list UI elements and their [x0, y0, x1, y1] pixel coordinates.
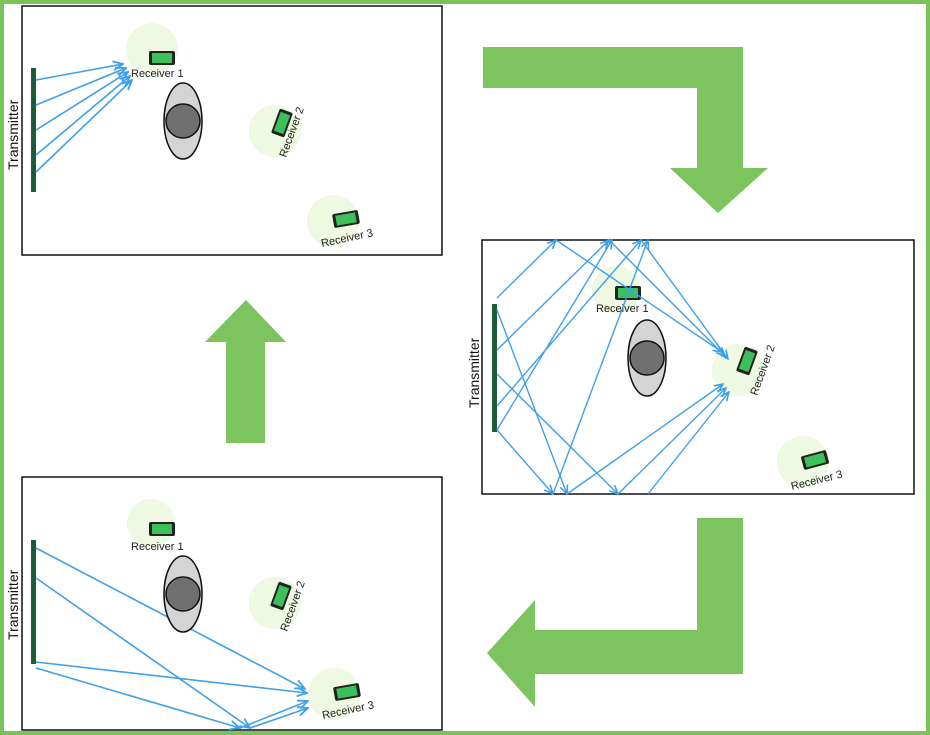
flow-arrow-down-left: [487, 518, 743, 707]
beams: [496, 239, 729, 495]
beam: [496, 373, 618, 494]
phone-icon: [801, 450, 829, 470]
beam: [496, 309, 567, 494]
beam: [239, 701, 308, 729]
receiver-label: Receiver 1: [131, 68, 184, 80]
beam: [35, 80, 132, 173]
transmitter-label: Transmitter: [5, 569, 21, 640]
beam: [566, 384, 723, 495]
beam: [496, 240, 609, 351]
beam: [496, 240, 556, 299]
phone-icon: [271, 108, 293, 138]
beam: [35, 72, 128, 131]
receiver-3: Receiver 3: [308, 668, 375, 722]
beam: [552, 240, 648, 495]
beam: [35, 68, 126, 106]
beam: [608, 239, 725, 356]
phone-icon: [332, 210, 360, 228]
flow-arrow-right-down: [483, 47, 768, 213]
phone-icon: [736, 346, 758, 376]
beam: [35, 667, 240, 728]
receiver-3: Receiver 3: [307, 195, 374, 250]
beam: [555, 239, 722, 352]
beam: [496, 240, 641, 407]
room-outline: [481, 239, 915, 495]
beam: [35, 64, 123, 81]
beam: [35, 577, 250, 728]
transmitter-bar: [492, 304, 497, 432]
panel-bottom-left: Transmitter Receiver 1 Receiver 2 Rec: [5, 476, 443, 731]
phone-icon: [149, 51, 175, 65]
beam: [647, 392, 729, 495]
flow-arrows: [205, 47, 768, 707]
room-outline: [21, 476, 443, 731]
person-obstacle-icon: [163, 82, 203, 160]
beam: [617, 388, 726, 495]
transmitter-label: Transmitter: [466, 337, 482, 408]
receiver-glow: [308, 668, 360, 720]
room-outline: [21, 5, 443, 256]
phone-icon: [333, 683, 361, 701]
phone-icon: [149, 522, 175, 536]
receiver-3: Receiver 3: [777, 436, 844, 493]
transmitter-bar: [31, 68, 36, 192]
phone-icon: [270, 581, 292, 611]
receiver-1: Receiver 1: [126, 23, 184, 80]
beam: [249, 708, 308, 729]
beam: [35, 661, 307, 693]
transmitter-label: Transmitter: [5, 99, 21, 170]
receiver-label: Receiver 1: [131, 541, 184, 553]
beam: [496, 240, 612, 431]
beam: [35, 76, 130, 156]
panel-top-left: Transmitter Receiver 1: [5, 5, 443, 256]
beam: [640, 239, 728, 359]
flow-arrow-up: [205, 300, 286, 443]
receiver-glow: [307, 195, 359, 247]
beam: [496, 429, 553, 494]
person-obstacle-icon: [627, 319, 667, 397]
receiver-1: Receiver 1: [127, 499, 184, 553]
transmitter-bar: [31, 540, 36, 664]
beams: [35, 64, 132, 173]
panel-right: Transmitter Receiver 1 Receiver 2 Rec: [466, 239, 915, 495]
person-obstacle-icon: [163, 555, 203, 633]
